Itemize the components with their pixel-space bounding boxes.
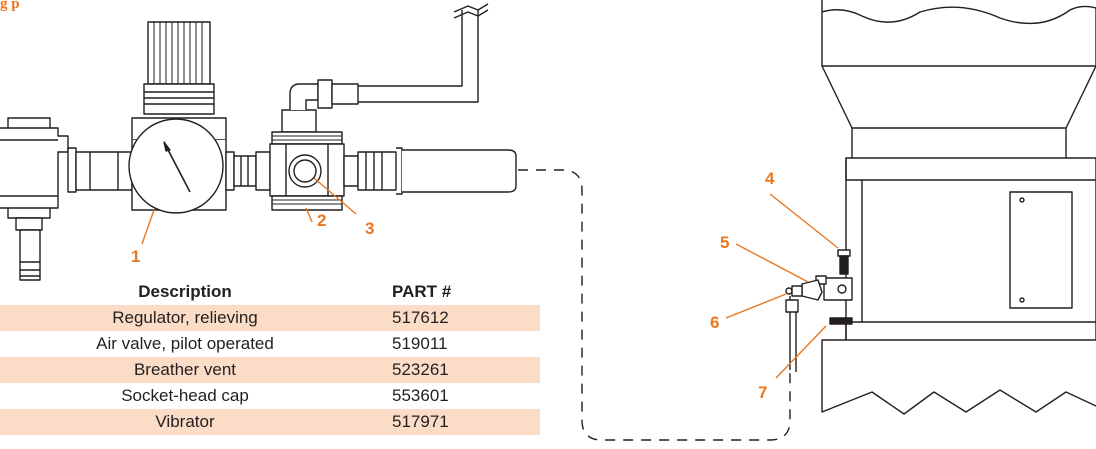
row-part-number: 517971 [370, 409, 540, 435]
outlet-hose [343, 147, 517, 195]
column-header-part: PART # [392, 282, 452, 301]
row-part-number: 519011 [392, 334, 448, 353]
row-description: Regulator, relieving [0, 305, 370, 331]
callout-3: 3 [365, 219, 375, 238]
column-header-description: Description [138, 282, 232, 301]
callout-7: 7 [758, 383, 768, 402]
regulator [128, 21, 271, 214]
table-row: Vibrator 517971 [0, 409, 540, 435]
parts-table-header: Description PART # [0, 279, 540, 305]
table-row: Air valve, pilot operated 519011 [0, 331, 540, 357]
row-description: Socket-head cap [121, 386, 249, 405]
dashed-air-line [518, 169, 791, 441]
parts-table: Description PART # Regulator, relieving … [0, 279, 540, 435]
row-description: Air valve, pilot operated [96, 334, 274, 353]
table-row: Breather vent 523261 [0, 357, 540, 383]
vibrator-assembly [785, 249, 853, 372]
figure-title: g p [0, 0, 20, 12]
hopper [821, 0, 1096, 415]
callout-2: 2 [317, 211, 327, 230]
air-valve [269, 3, 489, 211]
table-row: Regulator, relieving 517612 [0, 305, 540, 331]
row-description: Breather vent [0, 357, 370, 383]
row-part-number: 553601 [392, 386, 449, 405]
row-part-number: 523261 [370, 357, 540, 383]
pipe-tee-fitting [0, 117, 77, 281]
callout-leaders [141, 177, 839, 379]
row-description: Vibrator [0, 409, 370, 435]
callout-1: 1 [131, 247, 141, 266]
callout-6: 6 [710, 313, 720, 332]
row-part-number: 517612 [370, 305, 540, 331]
table-row: Socket-head cap 553601 [0, 383, 540, 409]
callout-5: 5 [720, 233, 730, 252]
callout-4: 4 [765, 169, 775, 188]
inlet-pipe [75, 151, 133, 191]
